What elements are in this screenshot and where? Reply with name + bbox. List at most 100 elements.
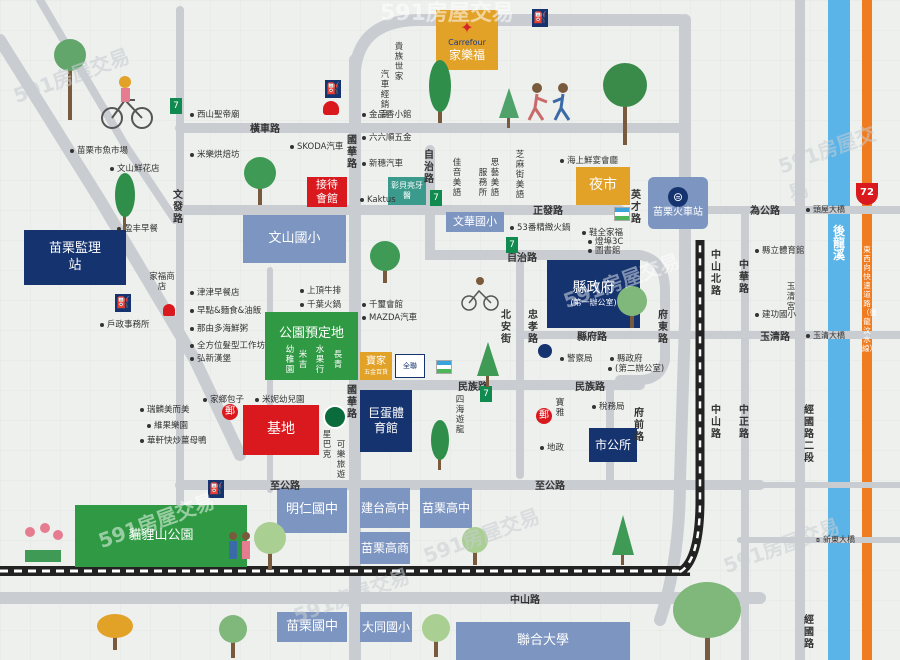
- carrefour-block[interactable]: ✦ Carrefour 家樂福: [436, 10, 498, 70]
- tree-icon: [477, 342, 499, 387]
- yuqing-bridge: 玉清大橋: [806, 330, 845, 341]
- poi-shuiguo: 水果行: [315, 345, 325, 375]
- family-mart-icon: [436, 360, 452, 374]
- poi-youxue: 幼稚園: [285, 345, 295, 375]
- poi-sili: 思藝美語: [490, 158, 500, 198]
- miaoli-junior-high[interactable]: 苗栗國中: [277, 612, 347, 642]
- poi-huaxuan: 華軒快炒薑母鴨: [140, 434, 207, 446]
- starbucks-icon: [323, 405, 347, 429]
- poi-ximen: 西山聖帝廟: [190, 108, 240, 120]
- poi-huhu: 戶政事務所: [100, 318, 150, 330]
- poi-zhima: 芝麻街美語: [515, 150, 525, 200]
- poi-wenshan-flower: 文山鮮花店: [110, 162, 160, 174]
- baojia-hardware[interactable]: 寶家 五金百貨: [360, 352, 392, 380]
- jiantai-high[interactable]: 建台高中: [360, 488, 410, 528]
- motor-vehicle-office[interactable]: 苗栗監理站: [24, 230, 126, 285]
- road-wenfa: 文發路: [173, 190, 183, 225]
- xindong-bridge: 新東大橋: [816, 534, 855, 545]
- road-fudong: 府東路: [658, 310, 668, 345]
- poi-shangding: 上頂牛排: [300, 284, 341, 296]
- miaoli-train-station[interactable]: ⊜ 苗栗火車站: [648, 177, 708, 229]
- road-zhengfa: 正發路: [533, 206, 563, 217]
- poi-weiguo: 維果樂園: [147, 419, 188, 431]
- road-zhigong-w: 至公路: [270, 481, 300, 492]
- road-zhongxiao: 忠孝路: [528, 310, 538, 345]
- tree-icon: [54, 39, 86, 120]
- road-zhongshan-north: 中山北路: [711, 250, 721, 297]
- carrefour-logo-icon: ✦: [460, 17, 474, 37]
- tree-icon: [462, 527, 488, 565]
- poi-yingfeng: 盈丰早餐: [117, 222, 158, 234]
- gas-station-icon: ⛽: [208, 480, 224, 498]
- miaoli-commercial[interactable]: 苗栗高商: [360, 532, 410, 564]
- poi-xinda: 新穗汽車: [362, 157, 403, 169]
- poi-haitang: 海上鮮宴會廳: [560, 154, 618, 166]
- poi-dengbao: 燈埠3C: [588, 235, 623, 247]
- gas-station-icon: ⛽: [325, 80, 341, 98]
- cat-mountain-park[interactable]: 貓貍山公園: [75, 505, 247, 567]
- road-zizhi-n: 自治路: [424, 150, 434, 185]
- poi-qianxing: 千璽會館: [362, 298, 403, 310]
- road-jingguo: 經國路二段: [804, 405, 814, 464]
- poi-quanfang: 全方位髮型工作坊: [190, 339, 265, 351]
- poi-jingcha: 警察局: [560, 352, 593, 364]
- road-yingcai: 英才路: [631, 190, 641, 225]
- tree-icon: [254, 522, 286, 570]
- reception-hall[interactable]: 接待會館: [307, 177, 347, 207]
- road-zhongshan-v: 中山路: [711, 405, 721, 440]
- poi-mazda: MAZDA汽車: [362, 311, 417, 323]
- tree-icon: [97, 614, 133, 650]
- road-fuqian: 府前路: [634, 408, 644, 443]
- poi-fuxian-sub: (第二辦公室): [608, 362, 664, 374]
- giant-egg-stadium[interactable]: 巨蛋體育館: [360, 390, 412, 452]
- poi-liuliu: 六六順五金: [362, 131, 412, 143]
- night-market[interactable]: 夜市: [576, 167, 630, 205]
- baojia-label: 寶家: [366, 356, 386, 367]
- convenience-store-icon: 7: [480, 386, 492, 402]
- hilife-icon: [163, 304, 175, 316]
- poi-ruilin: 瑞麟美而美: [140, 403, 190, 415]
- miaoli-high[interactable]: 苗栗高中: [420, 488, 472, 528]
- road-zhongshan: 中山路: [510, 595, 540, 606]
- highway-shield: 72: [856, 183, 878, 205]
- planned-park[interactable]: 公園預定地: [265, 312, 358, 380]
- city-hall[interactable]: 市公所: [589, 428, 637, 462]
- poi-xianli: 縣立體育館: [755, 244, 805, 256]
- post-office-icon: 郵: [222, 404, 238, 420]
- poi-mini: 米妮幼兒園: [255, 393, 305, 405]
- road-zhongzheng: 中正路: [739, 405, 749, 440]
- poi-fude: 53番精緻火鍋: [510, 221, 570, 233]
- datong-elementary[interactable]: 大同國小: [360, 612, 412, 642]
- tree-icon: [422, 614, 450, 657]
- project-site[interactable]: 基地: [243, 405, 319, 455]
- wenshan-elementary[interactable]: 文山國小: [243, 215, 346, 263]
- bicycle-icon: [461, 277, 499, 311]
- road-xianfu: 縣府路: [577, 332, 607, 343]
- wenhua-elementary[interactable]: 文華國小: [446, 212, 504, 232]
- expressway-label: 東西向快速道路（後龍汶水線）: [862, 245, 877, 353]
- family-mart-icon: [614, 207, 630, 221]
- mingren-junior-high[interactable]: 明仁國中: [277, 488, 347, 533]
- county-government-label: 縣政府: [572, 280, 615, 297]
- poi-fuxian: 縣政府: [610, 352, 643, 364]
- post-office-icon: 郵: [536, 408, 552, 424]
- poi-dizheng: 地政: [540, 441, 564, 453]
- flowers-icon: [25, 523, 63, 562]
- station-label: 苗栗火車站: [653, 206, 703, 218]
- road-guohua: 國華路: [347, 135, 357, 170]
- toupu-bridge: 頭屋大橋: [806, 204, 845, 215]
- poi-tianjin: 津津早餐店: [190, 286, 240, 298]
- poi-kaktus: Kaktus: [360, 195, 396, 205]
- tree-icon: [612, 515, 634, 565]
- poi-baoya: 寶雅: [555, 398, 565, 418]
- gas-station-icon: ⛽: [115, 294, 131, 312]
- river-label: 後龍溪: [833, 224, 846, 262]
- road-hengche: 橫車路: [250, 124, 280, 135]
- road-zizhi: 自治路: [507, 253, 537, 264]
- tree-icon: [617, 286, 647, 328]
- road-zhigong-e: 至公路: [535, 481, 565, 492]
- tree-icon: [370, 241, 400, 283]
- united-university[interactable]: 聯合大學: [456, 622, 630, 660]
